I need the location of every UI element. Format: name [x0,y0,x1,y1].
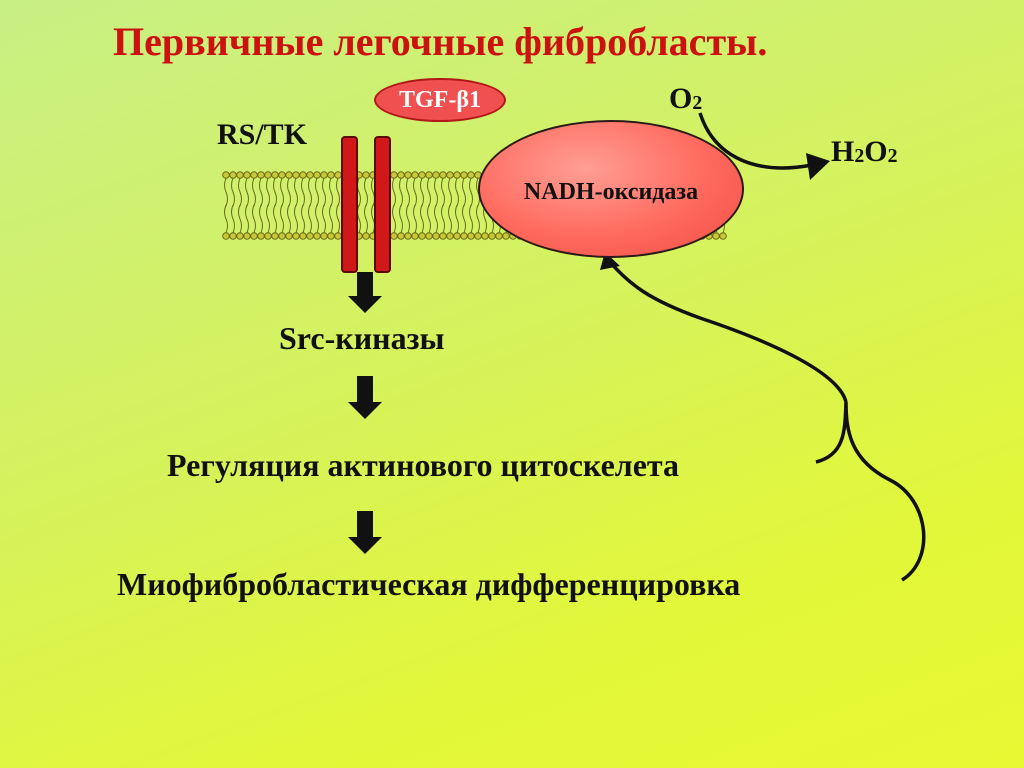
lipid-head-outer [397,171,405,179]
lipid-head-inner [264,232,272,240]
lipid-head-outer [334,171,342,179]
lipid-head-inner [397,232,405,240]
lipid-head-inner [222,232,230,240]
receptor-label: RS/TK [217,118,308,151]
h2o2-h: H [831,135,855,168]
lipid-head-inner [306,232,314,240]
tgf-beta1-ligand: TGF-β1 [374,78,506,122]
receptor-bar-left [341,136,358,273]
lipid-head-outer [264,171,272,179]
slide-title: Первичные легочные фибробласты. [113,19,768,64]
lipid-head-outer [390,171,398,179]
lipid-head-inner [460,232,468,240]
lipid-head-outer [292,171,300,179]
lipid-head-inner [481,232,489,240]
lipid-head-outer [306,171,314,179]
h2o2-o: O [864,135,888,168]
lipid-head-inner [292,232,300,240]
lipid-head-inner [439,232,447,240]
feedback-arrow [608,260,926,582]
h2o2-sub1: 2 [854,144,865,167]
lipid-head-inner [488,232,496,240]
lipid-head-outer [432,171,440,179]
lipid-head-inner [425,232,433,240]
lipid-head-outer [320,171,328,179]
nadh-oxidase-enzyme: NADH-оксидаза [478,120,744,258]
enzyme-label: NADH-оксидаза [523,178,699,205]
lipid-head-outer [271,171,279,179]
lipid-head-outer [446,171,454,179]
lipid-head-inner [278,232,286,240]
h2o2-label: H2O2 [831,135,897,169]
lipid-head-inner [327,232,335,240]
lipid-head-inner [285,232,293,240]
lipid-head-inner [495,232,503,240]
lipid-head-outer [411,171,419,179]
lipid-head-inner [390,232,398,240]
lipid-head-inner [432,232,440,240]
lipid-head-outer [222,171,230,179]
lipid-head-outer [418,171,426,179]
o2-subscript: 2 [692,91,703,114]
lipid-head-outer [362,171,370,179]
lipid-head-outer [327,171,335,179]
lipid-head-outer [453,171,461,179]
lipid-head-inner [320,232,328,240]
lipid-head-outer [299,171,307,179]
lipid-head-inner [712,232,720,240]
lipid-head-inner [411,232,419,240]
lipid-head-outer [439,171,447,179]
lipid-head-outer [278,171,286,179]
lipid-head-inner [257,232,265,240]
lipid-head-outer [243,171,251,179]
lipid-head-inner [502,232,510,240]
lipid-head-outer [460,171,468,179]
h2o2-sub2: 2 [887,144,898,167]
lipid-head-inner [243,232,251,240]
lipid-head-inner [229,232,237,240]
lipid-head-inner [446,232,454,240]
lipid-head-outer [404,171,412,179]
lipid-head-outer [425,171,433,179]
arrow-down-2 [348,376,382,419]
lipid-head-outer [257,171,265,179]
arrow-down-3 [348,511,382,554]
lipid-head-outer [236,171,244,179]
o2-label: O2 [669,82,702,116]
step-src-kinases: Src-киназы [279,320,445,356]
step-cytoskeleton-regulation: Регуляция актинового цитоскелета [167,447,680,483]
receptor-bar-right [374,136,391,273]
arrow-down-1 [348,272,382,313]
lipid-head-inner [467,232,475,240]
lipid-head-inner [404,232,412,240]
lipid-head-inner [334,232,342,240]
lipid-head-inner [299,232,307,240]
step-myofibroblast-differentiation: Миофибробластическая дифференцировка [117,566,741,602]
lipid-head-outer [229,171,237,179]
lipid-head-outer [467,171,475,179]
o2-arrowhead [806,153,830,180]
lipid-head-inner [271,232,279,240]
lipid-head-inner [362,232,370,240]
lipid-head-inner [418,232,426,240]
o2-base: O [669,82,693,115]
lipid-head-inner [250,232,258,240]
lipid-head-inner [474,232,482,240]
lipid-head-outer [313,171,321,179]
lipid-head-inner [236,232,244,240]
lipid-head-outer [285,171,293,179]
lipid-head-inner [453,232,461,240]
lipid-head-outer [250,171,258,179]
o2-to-h2o2-arrow [698,112,813,170]
lipid-head-inner [719,232,727,240]
lipid-head-inner [313,232,321,240]
